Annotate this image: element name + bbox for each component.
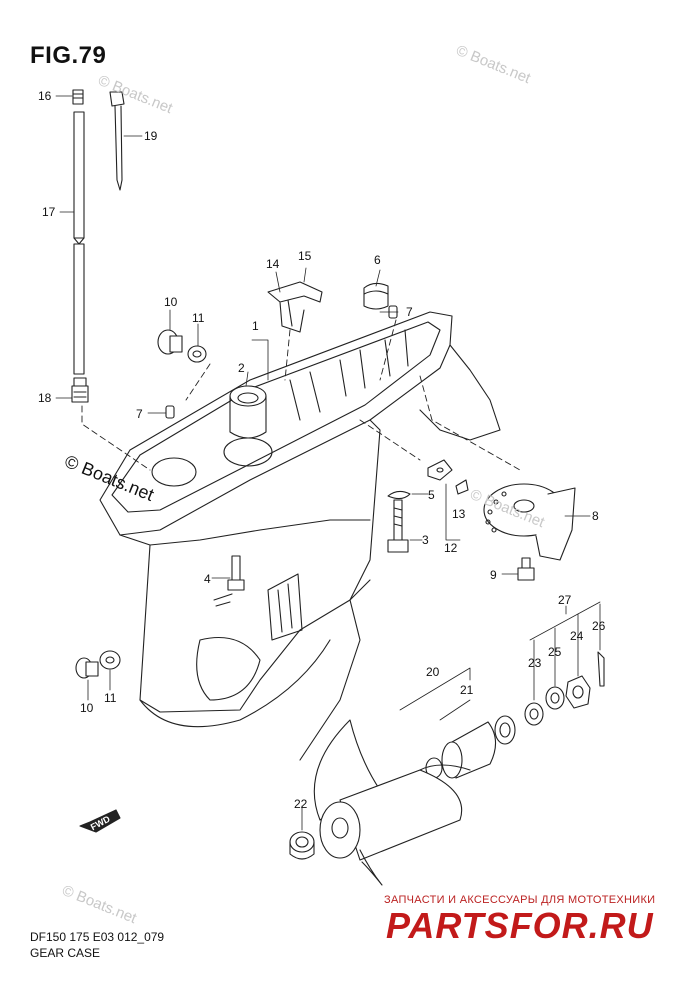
- part-20-propeller: [313, 719, 471, 886]
- callout-18: 18: [38, 391, 52, 405]
- callout-10-lower: 10: [80, 701, 94, 715]
- callout-26: 26: [592, 619, 606, 633]
- callout-9: 9: [490, 568, 497, 582]
- callout-14: 14: [266, 257, 280, 271]
- callout-11-upper: 11: [192, 311, 205, 325]
- callout-12: 12: [444, 541, 458, 555]
- callout-15: 15: [298, 249, 312, 263]
- callout-16: 16: [38, 89, 52, 103]
- part-17-water-tube: [73, 111, 85, 375]
- callout-6: 6: [374, 253, 381, 267]
- callout-23: 23: [528, 656, 542, 670]
- part-10-11-upper: [157, 329, 207, 363]
- callout-5: 5: [428, 488, 435, 502]
- part-14-15-clip: [267, 281, 323, 333]
- part-6-cap: [363, 282, 389, 310]
- part-7-pin-b: [165, 405, 175, 419]
- part-8-anode: [483, 483, 576, 561]
- callout-19: 19: [144, 129, 158, 143]
- callout-21: 21: [460, 683, 474, 697]
- gear-case-body: [99, 311, 501, 761]
- callout-22: 22: [294, 797, 308, 811]
- callout-17: 17: [42, 205, 56, 219]
- part-19-cable-tie: [109, 91, 125, 191]
- part-4-bolt: [227, 555, 245, 591]
- prop-hardware: [524, 651, 605, 726]
- callout-24: 24: [570, 629, 584, 643]
- callout-1: 1: [252, 319, 259, 333]
- callout-20: 20: [426, 665, 440, 679]
- part-21-bushing: [425, 715, 516, 779]
- callout-8: 8: [592, 509, 599, 523]
- callout-25: 25: [548, 645, 562, 659]
- shop-tagline: ЗАПЧАСТИ И АКСЕССУАРЫ ДЛЯ МОТОТЕХНИКИ: [384, 894, 656, 906]
- section-name: GEAR CASE: [30, 946, 101, 960]
- callout-10-upper: 10: [164, 295, 178, 309]
- shop-logo[interactable]: PARTSFOR.RU: [386, 905, 654, 946]
- part-22-spacer: [289, 831, 315, 860]
- figure-title: FIG.79: [30, 42, 107, 69]
- part-3-bolt: [387, 499, 409, 553]
- callout-7-lower: 7: [136, 407, 143, 421]
- callout-2: 2: [238, 361, 245, 375]
- callout-7-upper: 7: [406, 305, 413, 319]
- callout-13: 13: [452, 507, 466, 521]
- part-9-bolt: [517, 557, 535, 581]
- part-13-nut: [427, 459, 469, 495]
- callout-4: 4: [204, 572, 211, 586]
- model-code: DF150 175 E03 012_079: [30, 930, 165, 944]
- callout-11-lower: 11: [104, 691, 117, 705]
- forward-arrow-shape: [79, 809, 121, 833]
- callout-27: 27: [558, 593, 572, 607]
- part-16-fitting: [72, 89, 84, 105]
- part-18-fitting: [71, 377, 89, 403]
- part-5-washer: [387, 490, 411, 500]
- callout-3: 3: [422, 533, 429, 547]
- part-10-11-lower: [75, 650, 121, 679]
